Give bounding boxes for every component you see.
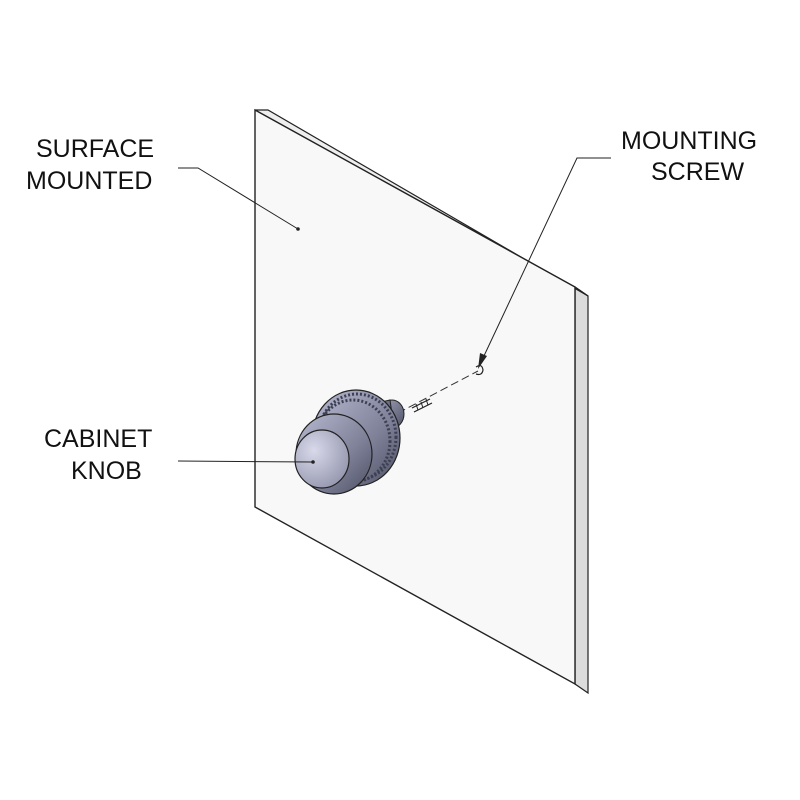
knob-center-dot [311, 460, 315, 464]
label-surface-line-2: MOUNTED [26, 167, 152, 195]
panel-edge [574, 285, 589, 695]
leader-screw [482, 157, 611, 359]
knob-face [294, 429, 350, 489]
label-screw-line-1: MOUNTING [621, 127, 757, 155]
screw-shaft [411, 398, 433, 413]
leader-surface-dot [296, 227, 300, 231]
surface-panel [254, 108, 589, 695]
panel-face [254, 108, 576, 686]
label-surface-line-1: SURFACE [36, 135, 154, 163]
label-knob-line-1: CABINET [44, 425, 152, 453]
callout-mounting-screw: MOUNTING SCREW [478, 127, 757, 369]
leader-knob [177, 460, 313, 463]
leader-screw-arrow [478, 353, 487, 369]
label-screw-line-2: SCREW [651, 158, 744, 186]
label-knob-line-2: KNOB [71, 457, 142, 485]
cabinet-knob [294, 389, 405, 495]
callout-cabinet-knob: CABINET KNOB [44, 425, 313, 485]
screw-axis-line [397, 370, 479, 414]
callout-surface-mounted: SURFACE MOUNTED [26, 135, 300, 231]
leader-surface [178, 167, 299, 230]
mounting-screw-assembly [397, 364, 484, 414]
